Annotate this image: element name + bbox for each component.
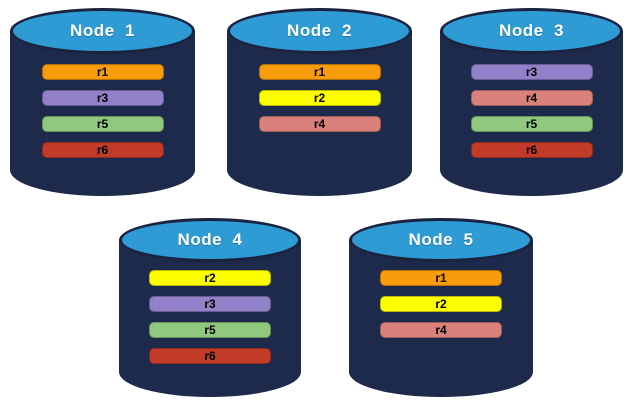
cylinder-top: Node 5 [349, 218, 533, 262]
replica-label: r5 [204, 323, 216, 337]
replica-label: r4 [525, 91, 538, 105]
replica-label: r1 [313, 65, 326, 79]
node-cylinder-1: Node 1 r1 r3 r5 r6 [10, 8, 195, 196]
replica-list: r1 r3 r5 r6 [10, 64, 195, 158]
replica-label: r1 [96, 65, 109, 79]
replica-list: r2 r3 r5 r6 [119, 270, 301, 364]
replica-label: r2 [435, 297, 447, 311]
cylinder-body [10, 31, 195, 196]
node-cylinder-2: Node 2 r1 r2 r4 [227, 8, 412, 196]
node-label: Node 4 [177, 230, 243, 249]
node-label: Node 5 [408, 230, 474, 249]
replica-label: r1 [435, 271, 447, 285]
cylinder-top: Node 4 [119, 218, 301, 262]
cylinder-body [440, 31, 623, 196]
replica-bar: r3 [470, 64, 593, 80]
replica-label: r6 [96, 143, 109, 157]
replica-label: r3 [525, 65, 538, 79]
replica-label: r5 [96, 117, 109, 131]
node-cylinder-4: Node 4 r2 r3 r5 r6 [119, 218, 301, 397]
replica-bar: r6 [149, 348, 271, 364]
replica-bar: r4 [380, 322, 502, 338]
node-label: Node 3 [499, 21, 564, 40]
replica-label: r6 [204, 349, 216, 363]
replica-bar: r6 [470, 142, 593, 158]
replica-label: r5 [525, 117, 538, 131]
cylinder-body [119, 240, 301, 397]
cylinder-top: Node 3 [440, 8, 623, 54]
replica-bar: r1 [41, 64, 164, 80]
replica-bar: r5 [41, 116, 164, 132]
replica-label: r2 [313, 91, 326, 105]
replica-bar: r3 [149, 296, 271, 312]
replica-bar: r4 [470, 90, 593, 106]
replica-list: r1 r2 r4 [227, 64, 412, 132]
cylinder-body [227, 31, 412, 196]
replica-bar: r3 [41, 90, 164, 106]
replica-bar: r1 [258, 64, 381, 80]
node-label: Node 1 [70, 21, 135, 40]
replica-label: r2 [204, 271, 216, 285]
replica-label: r3 [96, 91, 109, 105]
replica-bar: r2 [149, 270, 271, 286]
replica-bar: r2 [258, 90, 381, 106]
node-cylinder-3: Node 3 r3 r4 r5 r6 [440, 8, 623, 196]
replica-bar: r5 [470, 116, 593, 132]
replica-bar: r5 [149, 322, 271, 338]
replica-label: r4 [313, 117, 326, 131]
replica-bar: r1 [380, 270, 502, 286]
replica-bar: r6 [41, 142, 164, 158]
replica-label: r3 [204, 297, 216, 311]
cylinder-top: Node 1 [10, 8, 195, 54]
node-label: Node 2 [287, 21, 352, 40]
node-cylinder-5: Node 5 r1 r2 r4 [349, 218, 533, 397]
replica-list: r3 r4 r5 r6 [440, 64, 623, 158]
replica-label: r6 [525, 143, 538, 157]
replica-list: r1 r2 r4 [349, 270, 533, 338]
replica-label: r4 [435, 323, 447, 337]
replica-bar: r4 [258, 116, 381, 132]
replica-bar: r2 [380, 296, 502, 312]
cylinder-body [349, 240, 533, 397]
cylinder-top: Node 2 [227, 8, 412, 54]
